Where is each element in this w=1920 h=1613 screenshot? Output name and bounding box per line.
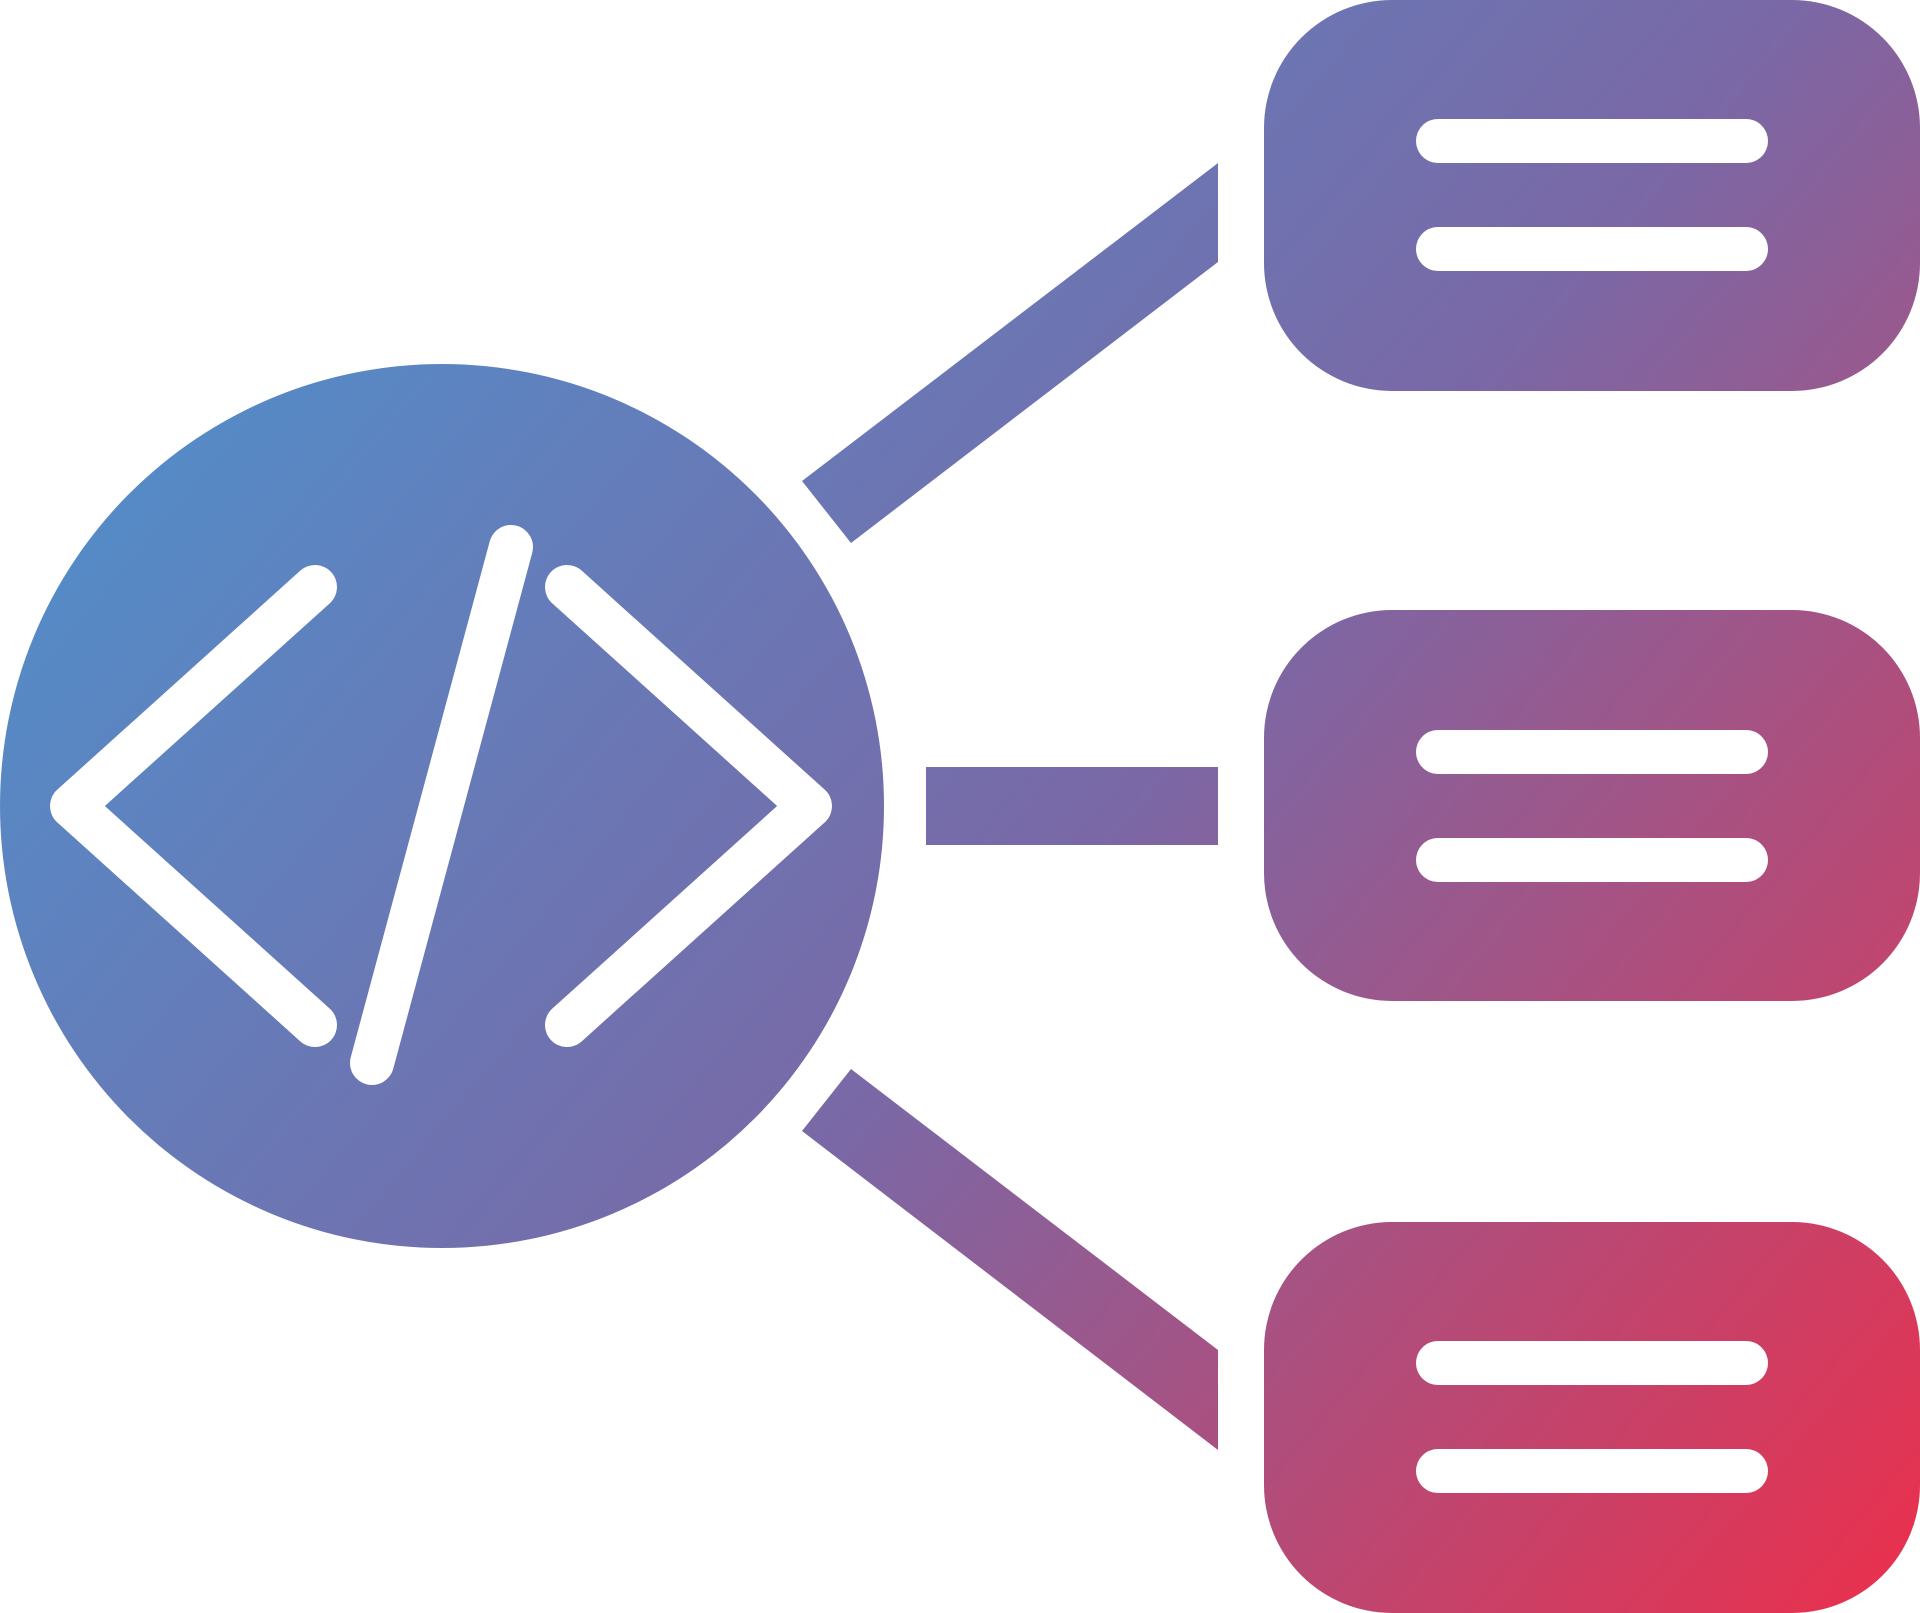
bottom-text-card: [1264, 1222, 1920, 1613]
left-angle-bracket: [50, 565, 337, 1047]
middle-text-card: [1264, 610, 1920, 1001]
top-connector: [802, 163, 1218, 543]
code-brackets-icon: [0, 364, 884, 1248]
top-text-card: [1264, 0, 1920, 391]
right-angle-bracket: [545, 565, 832, 1047]
middle-connector: [926, 767, 1218, 845]
bottom-connector: [802, 1069, 1218, 1450]
forward-slash: [350, 525, 533, 1085]
